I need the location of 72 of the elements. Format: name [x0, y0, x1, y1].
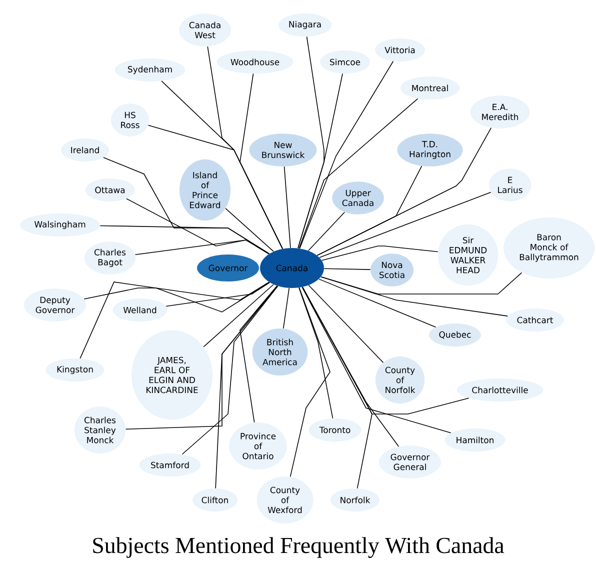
connector-line [302, 286, 372, 489]
ellipse-node: Upper Canada [332, 182, 384, 214]
ellipse-node: Canada West [179, 14, 231, 46]
ellipse-node: Governor General [379, 446, 441, 478]
ellipse-node: Hamilton [444, 428, 506, 452]
ellipse-node: Vittoria [375, 38, 425, 62]
connector-line [182, 286, 278, 455]
ellipse-node: Ottawa [85, 178, 135, 202]
connector-line [166, 282, 270, 307]
connector-line [290, 287, 330, 478]
ellipse-node: Charlotteville [456, 378, 544, 402]
ellipse-node: HS Ross [111, 104, 149, 136]
connector-line [321, 246, 438, 261]
ellipse-node: County of Norfolk [375, 356, 425, 404]
connector-line [240, 73, 283, 250]
ellipse-node: Charles Stanley Monck [74, 406, 126, 454]
connector-line [215, 286, 278, 489]
connector-line [100, 225, 270, 254]
ellipse-node: Toronto [308, 418, 362, 442]
ellipse-node: T.D. Harington [397, 134, 463, 166]
connector-line [299, 60, 394, 249]
ellipse-node: British North America [252, 328, 308, 376]
connector-line [324, 268, 371, 270]
ellipse-node: Kingston [46, 358, 104, 382]
ellipse-node: Clifton [192, 488, 238, 512]
ellipse-node: New Brunswick [249, 134, 317, 166]
ellipse-node: Woodhouse [216, 50, 294, 74]
connector-line [298, 287, 334, 419]
connector-line [298, 98, 418, 249]
ellipse-node: Sir EDMUND WALKER HEAD [438, 224, 498, 286]
ellipse-node: Province of Ontario [229, 422, 287, 470]
ellipse-node: Quebec [429, 324, 481, 346]
ellipse-node: Walsingham [20, 214, 100, 236]
connector-line [84, 282, 270, 312]
ellipse-node: Charles Bagot [84, 242, 136, 274]
ellipse-node: Ireland [61, 138, 109, 162]
connector-line [320, 276, 508, 316]
ellipse-node: E Larius [488, 168, 532, 202]
connector-line [284, 166, 291, 248]
ellipse-node: Cathcart [506, 308, 564, 332]
connector-line [148, 124, 283, 250]
connector-line [80, 282, 270, 359]
ellipse-node: Norfolk [330, 488, 380, 512]
connector-line [203, 284, 274, 348]
ellipse-node: Simcoe [320, 50, 370, 74]
connector-line [319, 192, 492, 258]
ellipse-node: Montreal [400, 76, 460, 100]
ellipse-node: Island of Prince Edward [180, 159, 230, 221]
ellipse-node: Canada [260, 248, 324, 288]
ellipse-node: Baron Monck of Ballytrammon [504, 217, 594, 279]
connector-line [282, 288, 290, 329]
connector-line [298, 73, 343, 249]
connector-line [320, 272, 522, 294]
connector-line [318, 278, 436, 328]
connector-line [240, 285, 278, 423]
connector-line [308, 284, 384, 363]
ellipse-node: County of Wexford [256, 476, 314, 524]
ellipse-node: JAMES, EARL OF ELGIN AND KINCARDINE [132, 330, 212, 420]
ellipse-node: Deputy Governor [24, 288, 86, 322]
connector-line [308, 212, 345, 251]
ellipse-node: Governor [197, 254, 259, 282]
ellipse-node: Welland [112, 298, 168, 322]
connector-line [302, 286, 452, 434]
ellipse-node: Nova Scotia [370, 254, 414, 286]
title: Subjects Mentioned Frequently With Canada [93, 537, 504, 558]
ellipse-node: Sydenham [115, 58, 185, 82]
connector-line [134, 240, 270, 256]
connector-line [225, 208, 274, 252]
ellipse-node: Niagara [278, 14, 332, 36]
ellipse-node: Stamford [139, 454, 201, 476]
connector-line [316, 166, 422, 256]
ellipse-node: E.A. Meredith [470, 96, 530, 128]
